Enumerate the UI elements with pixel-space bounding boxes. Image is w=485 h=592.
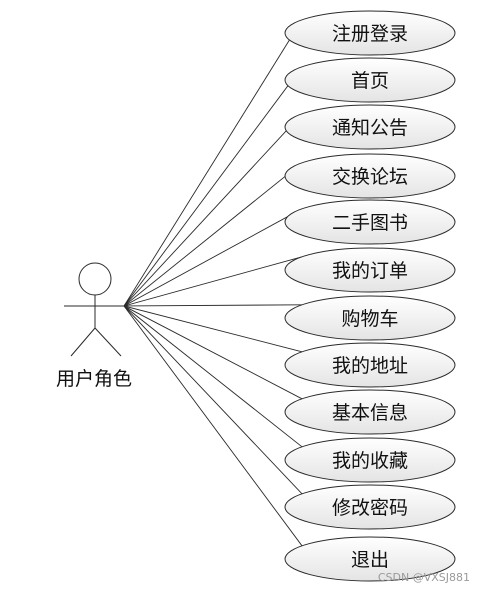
association-line-11 — [123, 305, 303, 495]
actor-label: 用户角色 — [56, 368, 132, 390]
association-line-5 — [123, 208, 303, 307]
use-case-12-label: 退出 — [351, 549, 389, 571]
association-line-9 — [123, 305, 303, 400]
use-case-2-ellipse — [284, 57, 456, 103]
use-case-4: 交换论坛 — [284, 153, 456, 199]
use-case-12-ellipse — [284, 536, 456, 582]
use-case-9: 基本信息 — [284, 389, 456, 435]
actor-left-leg — [70, 327, 96, 357]
use-case-10-label: 我的收藏 — [332, 450, 408, 472]
association-line-2 — [123, 66, 303, 307]
use-case-8: 我的地址 — [284, 342, 456, 388]
association-line-3 — [123, 113, 303, 307]
use-case-9-ellipse — [284, 389, 456, 435]
use-case-6: 我的订单 — [284, 247, 456, 293]
association-line-8 — [123, 305, 303, 353]
use-case-4-ellipse — [284, 153, 456, 199]
use-case-5-label: 二手图书 — [332, 212, 408, 234]
use-case-4-label: 交换论坛 — [332, 166, 408, 188]
use-case-11-ellipse — [284, 484, 456, 530]
use-case-3-label: 通知公告 — [332, 117, 408, 139]
use-case-3: 通知公告 — [284, 104, 456, 150]
use-case-10-ellipse — [284, 437, 456, 483]
use-case-8-ellipse — [284, 342, 456, 388]
association-line-6 — [123, 256, 303, 307]
association-line-7 — [123, 304, 303, 307]
use-case-2: 首页 — [284, 57, 456, 103]
use-case-1: 注册登录 — [284, 10, 456, 56]
use-case-9-label: 基本信息 — [332, 402, 408, 424]
use-case-3-ellipse — [284, 104, 456, 150]
association-line-4 — [123, 162, 303, 307]
association-lines — [123, 19, 303, 547]
actor-user-role: 用户角色 — [56, 262, 132, 390]
use-case-8-label: 我的地址 — [332, 355, 408, 377]
use-case-12: 退出 — [284, 536, 456, 582]
actor-right-leg — [94, 327, 122, 357]
use-case-11: 修改密码 — [284, 484, 456, 530]
use-case-6-label: 我的订单 — [332, 260, 408, 282]
actor-head — [78, 262, 112, 296]
use-case-10: 我的收藏 — [284, 437, 456, 483]
use-case-11-label: 修改密码 — [332, 497, 408, 519]
use-case-6-ellipse — [284, 247, 456, 293]
association-line-1 — [123, 19, 303, 307]
use-case-7-ellipse — [284, 295, 456, 341]
use-case-7-label: 购物车 — [341, 308, 398, 330]
use-cases: 注册登录首页通知公告交换论坛二手图书我的订单购物车我的地址基本信息我的收藏修改密… — [284, 10, 456, 582]
use-case-5: 二手图书 — [284, 199, 456, 245]
use-case-1-label: 注册登录 — [332, 23, 408, 45]
association-line-10 — [123, 305, 303, 448]
association-line-12 — [123, 305, 303, 547]
use-case-5-ellipse — [284, 199, 456, 245]
use-case-1-ellipse — [284, 10, 456, 56]
use-case-7: 购物车 — [284, 295, 456, 341]
use-case-2-label: 首页 — [351, 70, 389, 92]
watermark: CSDN @VXSJ881 — [378, 571, 470, 584]
